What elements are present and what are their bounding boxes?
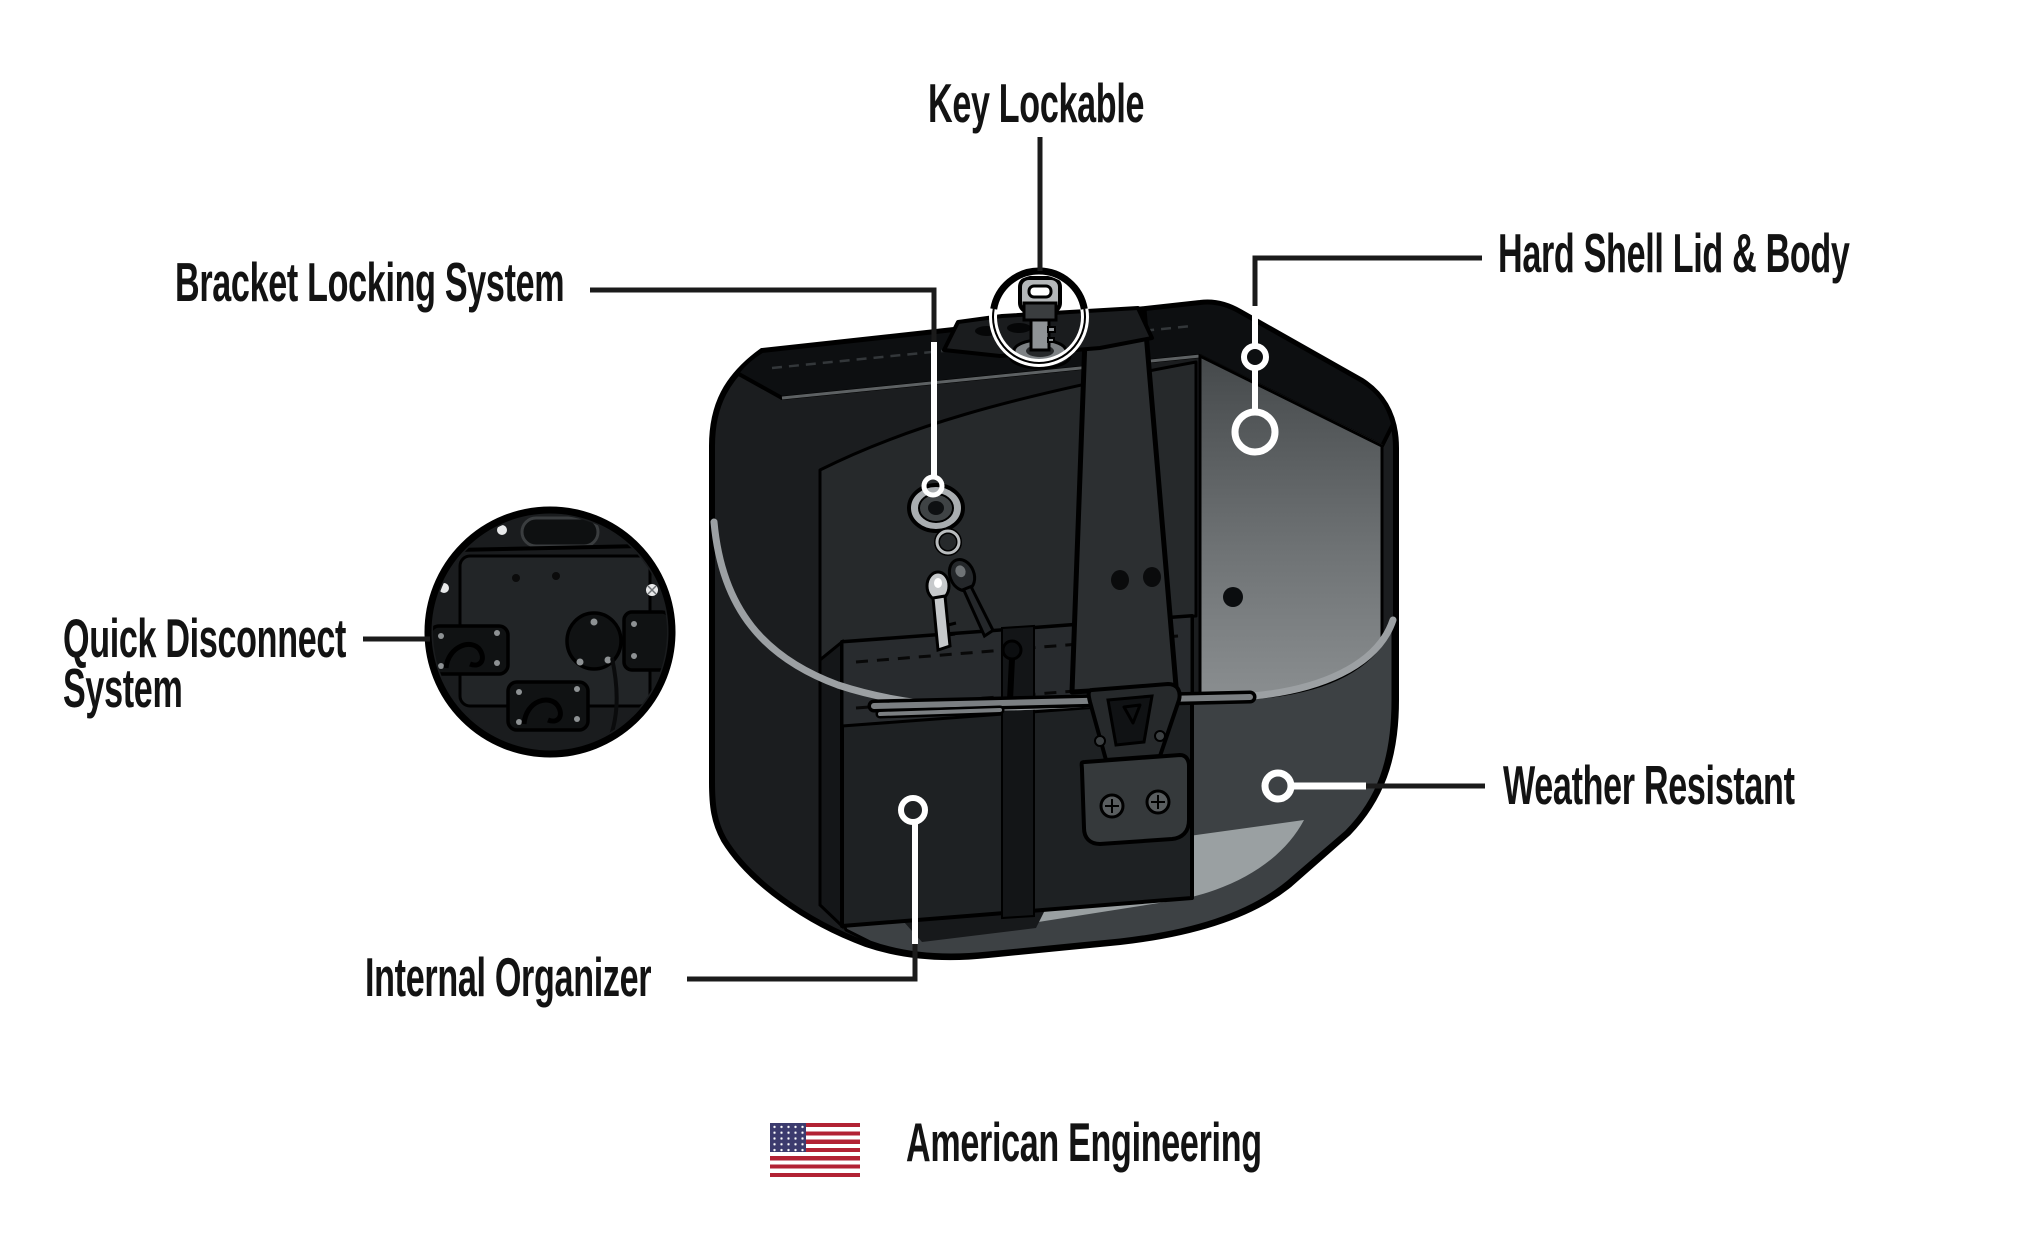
callout-dot-icon (1231, 408, 1279, 456)
label-internal-organizer: Internal Organizer (365, 946, 652, 1008)
label-weather-resistant: Weather Resistant (1503, 754, 1795, 816)
us-flag-canton (770, 1123, 806, 1152)
label-quick-disconnect-system: Quick Disconnect System (63, 607, 347, 719)
hard-saddlebag (709, 267, 1399, 961)
quick-disconnect-back-view (424, 506, 676, 758)
callout-dot-icon (1261, 769, 1295, 803)
key-icon (1018, 276, 1062, 352)
label-bracket-locking-system: Bracket Locking System (175, 251, 565, 313)
label-key-lockable: Key Lockable (928, 72, 1145, 134)
callout-dot-icon (921, 474, 945, 498)
footer-tagline: American Engineering (906, 1111, 1262, 1173)
us-flag-icon (770, 1123, 860, 1177)
mounting-rail (867, 690, 1257, 719)
latch-buckle (1079, 682, 1191, 846)
label-hard-shell-lid-body: Hard Shell Lid & Body (1498, 222, 1850, 284)
callout-dot-icon (1241, 343, 1269, 371)
callout-dot-icon (898, 795, 928, 825)
callout-leader-lines (363, 137, 1485, 982)
